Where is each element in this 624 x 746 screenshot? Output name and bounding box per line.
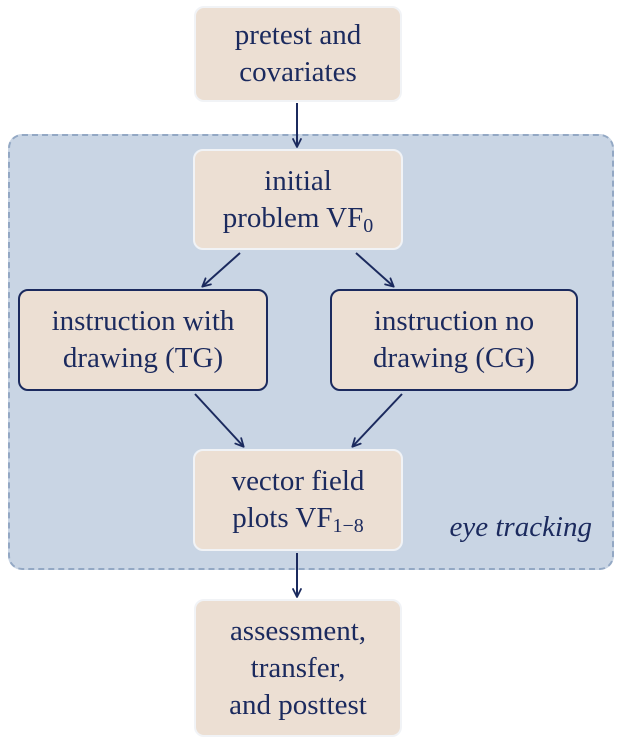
instruction-drawing-line-2: drawing (TG) (62, 342, 224, 374)
pretest-line-1: pretest and (234, 19, 362, 51)
vector-field-subscript: 1−8 (332, 515, 364, 537)
vector-field-node: vector field plots VF1−8 (193, 449, 403, 551)
instruction-drawing-line-1: instruction with (51, 305, 235, 337)
pretest-node: pretest and covariates (194, 6, 402, 102)
instruction-no-drawing-node: instruction no drawing (CG) (330, 289, 578, 391)
assessment-node: assessment, transfer, and posttest (194, 599, 402, 737)
assessment-line-1: assessment, (229, 614, 367, 647)
vector-field-line-1: vector field (231, 465, 365, 497)
vector-field-text: plots VF (232, 502, 333, 534)
vector-field-line-2: plots VF1−8 (232, 500, 363, 537)
initial-problem-line-2: problem VF0 (223, 200, 373, 237)
instruction-drawing-node: instruction with drawing (TG) (18, 289, 268, 391)
assessment-line-2: transfer, (250, 651, 346, 684)
instruction-no-drawing-line-2: drawing (CG) (373, 342, 535, 374)
initial-problem-text: problem VF (222, 201, 364, 234)
initial-problem-node: initial problem VF0 (193, 149, 403, 250)
initial-problem-line-1: initial (264, 164, 332, 197)
instruction-no-drawing-line-1: instruction no (373, 305, 535, 337)
assessment-line-3: and posttest (229, 688, 367, 721)
pretest-line-2: covariates (239, 56, 357, 88)
eye-tracking-label: eye tracking (449, 511, 592, 543)
initial-problem-subscript: 0 (363, 214, 374, 237)
